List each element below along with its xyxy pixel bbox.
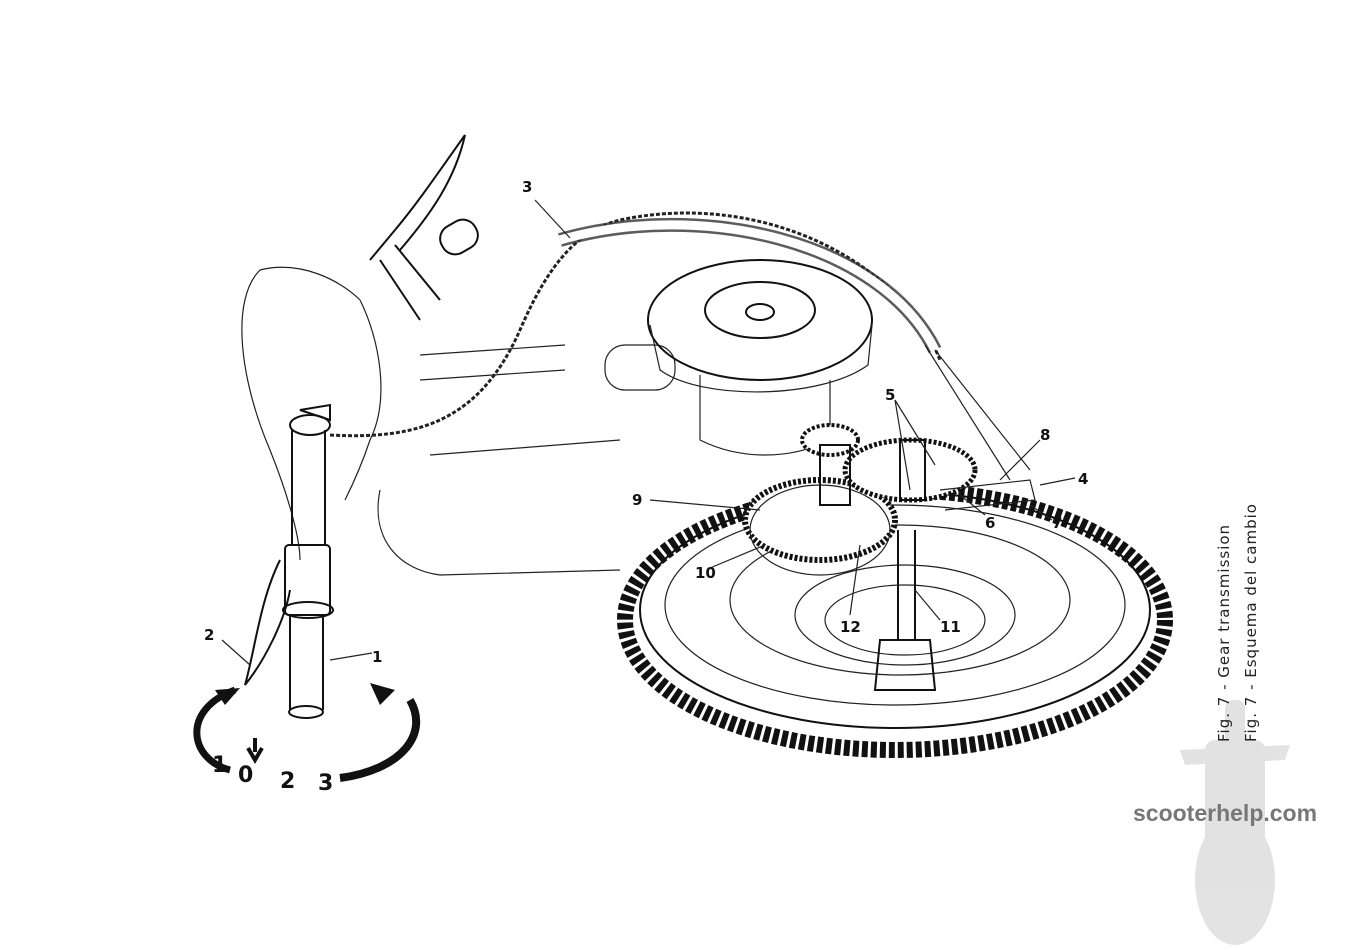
wheel xyxy=(617,482,1173,758)
callout-10: 10 xyxy=(695,564,716,582)
gear-cable xyxy=(329,211,1031,481)
callout-1: 1 xyxy=(372,648,382,666)
callout-3: 3 xyxy=(522,178,532,196)
callout-11: 11 xyxy=(940,618,961,636)
callout-7: 7 xyxy=(1052,514,1062,532)
figure-caption-english: Fig. 7 - Gear transmission xyxy=(1215,523,1233,742)
callout-8: 8 xyxy=(1040,426,1050,444)
figure-caption-spanish: Fig. 7 - Esquema del cambio xyxy=(1242,503,1260,742)
callout-4: 4 xyxy=(1078,470,1088,488)
callout-6: 6 xyxy=(985,514,995,532)
gear-dial: 1 0 2 3 xyxy=(193,683,421,796)
callout-labels: 1 2 3 4 5 6 7 8 9 10 11 12 xyxy=(204,178,1088,666)
watermark-scooter-icon xyxy=(1180,700,1290,945)
dial-label-2: 2 xyxy=(280,769,295,794)
dial-label-3: 3 xyxy=(318,771,333,796)
callout-leaders xyxy=(221,199,1076,666)
gear-selector-tube xyxy=(244,403,334,719)
callout-9: 9 xyxy=(632,491,642,509)
gear-cluster xyxy=(742,423,1036,691)
dial-label-1: 1 xyxy=(212,753,227,778)
callout-12: 12 xyxy=(840,618,861,636)
callout-2: 2 xyxy=(204,626,214,644)
dial-label-0: 0 xyxy=(238,763,253,788)
watermark: scooterhelp.com xyxy=(1133,800,1318,826)
handlebar-assembly xyxy=(241,134,621,576)
callout-5: 5 xyxy=(885,386,895,404)
